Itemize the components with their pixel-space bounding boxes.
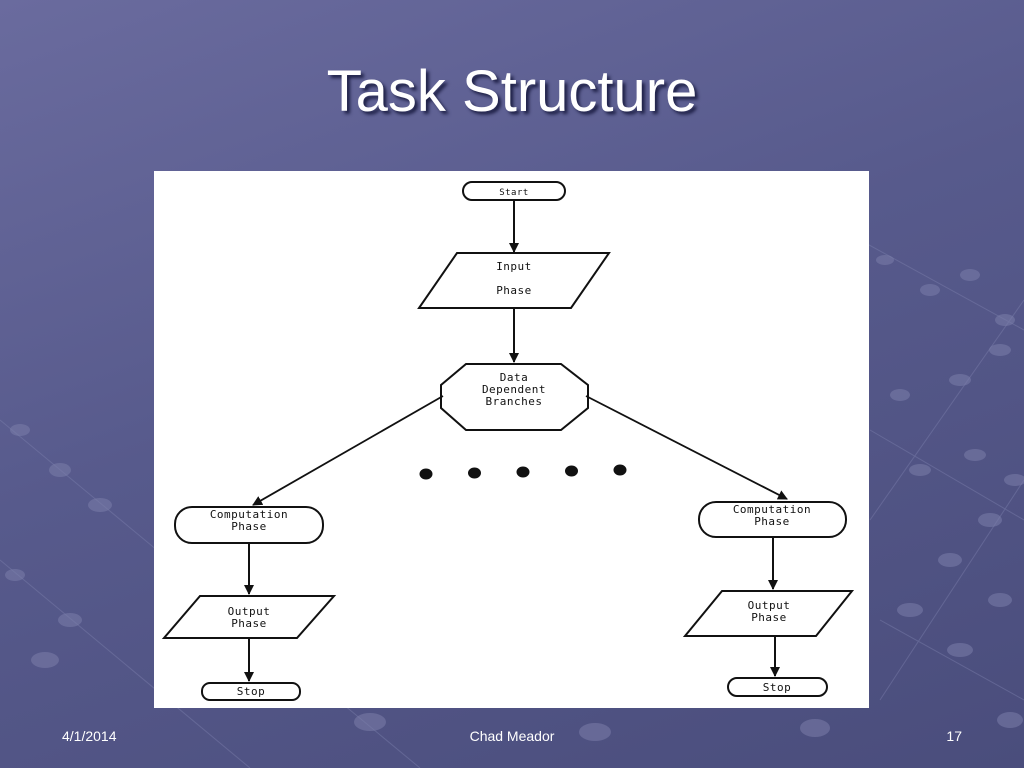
ellipsis-dot (516, 466, 530, 478)
flowchart-figure: Start Input Phase Data Dependent Branche… (154, 171, 869, 708)
right-output-label-2: Phase (751, 611, 787, 624)
right-computation-node: Computation Phase (698, 501, 847, 538)
right-output-node: Output Phase (682, 590, 855, 637)
input-phase-label-1: Input (496, 260, 532, 273)
ellipsis-dot (468, 467, 481, 479)
arrow-branch-to-left (252, 395, 444, 506)
left-stop-node: Stop (201, 682, 301, 701)
arrow-branch-to-right (585, 395, 788, 500)
footer-date: 4/1/2014 (62, 728, 117, 744)
ellipsis-dots (419, 464, 627, 480)
right-output-label-1: Output (748, 599, 791, 612)
ellipsis-dot (565, 465, 578, 477)
flowchart-diagram: Start Input Phase Data Dependent Branche… (161, 181, 855, 701)
right-computation-label-1: Computation (733, 503, 811, 516)
branch-label-1: Data (500, 371, 529, 384)
start-node: Start (462, 181, 566, 201)
branch-label-3: Branches (486, 395, 543, 408)
left-computation-label-2: Phase (231, 520, 267, 533)
input-phase-label-2: Phase (496, 284, 532, 297)
input-phase-node: Input Phase (417, 252, 611, 309)
right-stop-label: Stop (763, 681, 792, 694)
ellipsis-dot (613, 464, 627, 476)
start-label: Start (499, 188, 529, 198)
footer-page-number: 17 (946, 728, 962, 744)
branch-node: Data Dependent Branches (440, 363, 589, 431)
left-computation-node: Computation Phase (174, 506, 324, 544)
right-computation-label-2: Phase (754, 515, 790, 528)
ellipsis-dot (419, 468, 433, 480)
footer-author: Chad Meador (469, 728, 555, 744)
left-output-node: Output Phase (161, 595, 337, 639)
left-output-label-2: Phase (231, 617, 267, 630)
left-stop-label: Stop (237, 685, 266, 698)
slide-title: Task Structure (326, 59, 698, 124)
right-stop-node: Stop (727, 677, 828, 697)
left-output-label-1: Output (228, 605, 271, 618)
left-computation-label-1: Computation (210, 508, 288, 521)
branch-label-2: Dependent (482, 383, 546, 396)
